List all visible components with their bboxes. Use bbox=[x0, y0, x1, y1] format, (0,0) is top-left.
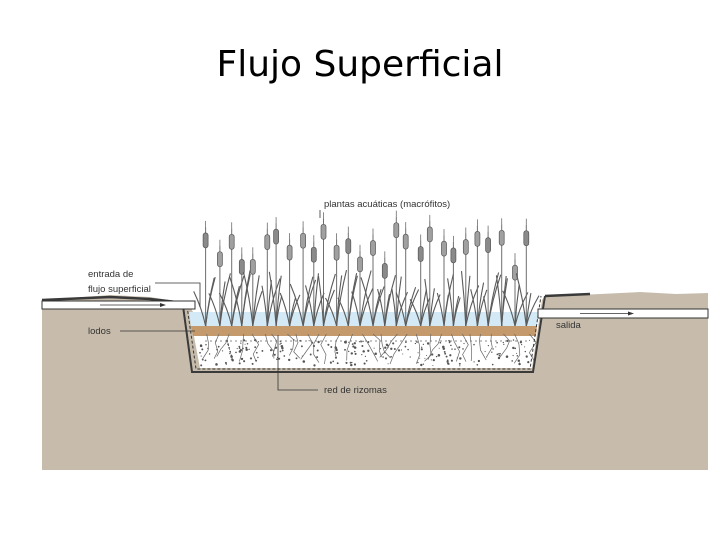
rhizomes-leader bbox=[277, 335, 318, 391]
ground bbox=[42, 292, 708, 470]
gravel-dots bbox=[199, 338, 531, 367]
outlet-label: salida bbox=[556, 320, 582, 331]
plants-label: plantas acuáticas (macrófitos) bbox=[324, 199, 450, 210]
inlet-pipe bbox=[41, 300, 196, 310]
basin-liner-inner bbox=[186, 295, 542, 370]
sludge-label: lodos bbox=[88, 326, 111, 337]
rhizome-network bbox=[201, 333, 537, 365]
inlet-label-line2: flujo superficial bbox=[88, 284, 151, 295]
basin-liner bbox=[182, 295, 546, 373]
inlet-label-line1: entrada de bbox=[88, 269, 133, 280]
slide-title: Flujo Superficial bbox=[216, 44, 504, 85]
inlet-leader bbox=[155, 282, 201, 307]
right-embankment-liner bbox=[544, 292, 591, 298]
sludge-layer bbox=[191, 326, 537, 336]
aquatic-plants bbox=[193, 210, 540, 327]
outlet-pipe bbox=[537, 308, 709, 319]
rhizomes-label: red de rizomas bbox=[324, 385, 387, 396]
